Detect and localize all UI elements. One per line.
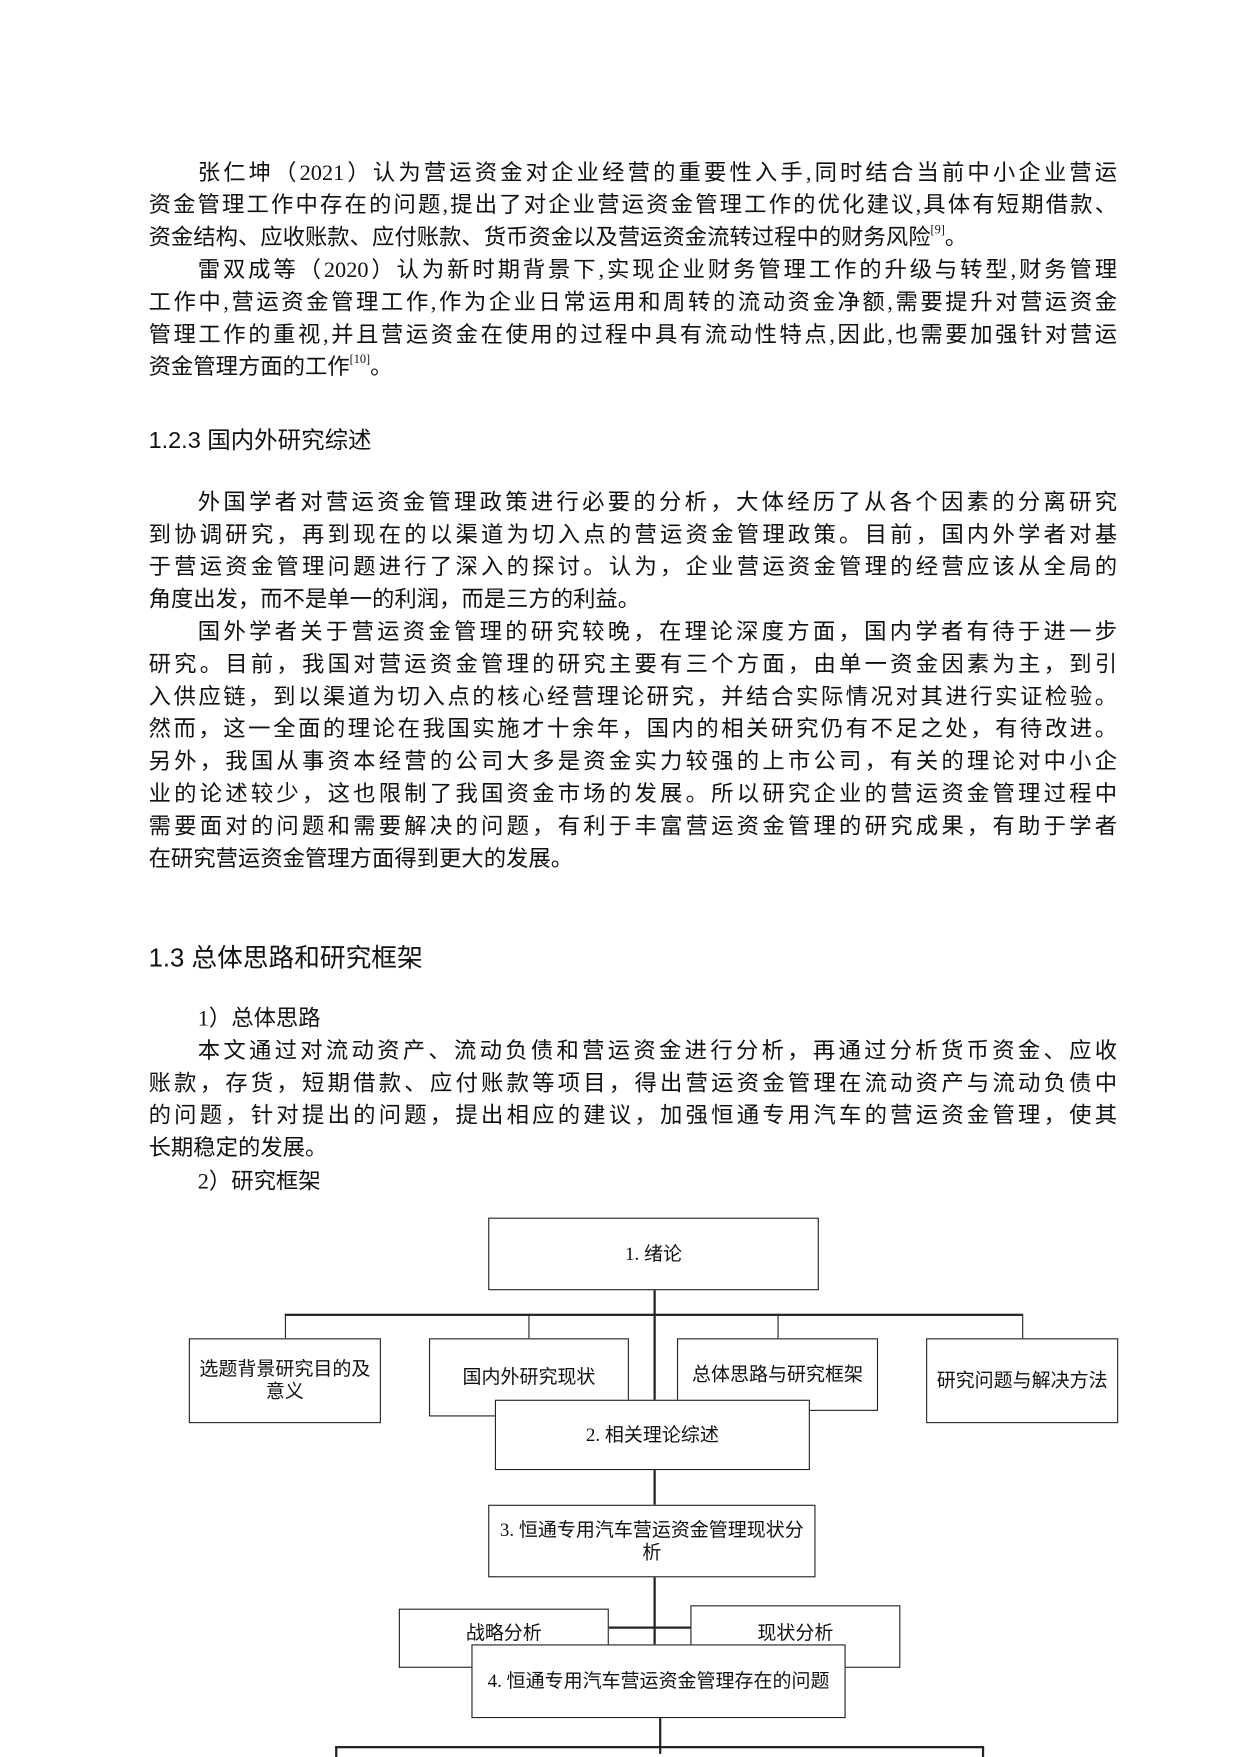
text-line: 的问题，针对提出的问题，提出相应的建议，加强恒通专用汽车的营运资金管理，使其	[148, 1103, 1118, 1129]
connector-line	[777, 1313, 779, 1339]
text-line: 角度出发，而不是单一的利润，而是三方的利益。	[148, 587, 641, 613]
list-item-label: 2）研究框架	[197, 1169, 321, 1195]
text: 。	[370, 355, 393, 380]
diagram-box-background: 选题背景研究目的及意义	[188, 1338, 381, 1424]
text-line: 雷双成等（2020）认为新时期背景下,实现企业财务管理工作的升级与转型,财务管理	[197, 258, 1118, 283]
text-line: 到协调研究，再到现在的以渠道为切入点的营运资金管理政策。目前，国内外学者对基	[148, 522, 1118, 548]
list-item-label: 1）总体思路	[197, 1006, 321, 1032]
text-line: 在研究营运资金管理方面得到更大的发展。	[148, 846, 574, 872]
text-line: 张仁坤（2021）认为营运资金对企业经营的重要性入手,同时结合当前中小企业营运	[197, 160, 1118, 186]
connector-line	[653, 1577, 656, 1645]
diagram-box-problems-solutions: 研究问题与解决方法	[926, 1338, 1119, 1424]
text: 。	[944, 225, 968, 251]
section-heading: 1.3 总体思路和研究框架	[148, 942, 423, 972]
text-line: 于营运资金管理问题进行了深入的探讨。认为，企业营运资金管理的经营应该从全局的	[148, 555, 1118, 580]
text-line: 业的论述较少，这也限制了我国资金市场的发展。所以研究企业的营运资金管理过程中	[148, 781, 1118, 807]
text-line: 账款，存货，短期借款、应付账款等项目，得出营运资金管理在流动资产与流动负债中	[148, 1071, 1118, 1096]
diagram-box-introduction: 1. 绪论	[488, 1217, 819, 1291]
connector-line	[1022, 1313, 1024, 1339]
text: 资金管理方面的工作	[148, 355, 350, 380]
text-line: 需要面对的问题和需要解决的问题，有利于丰富营运资金管理的研究成果，有助于学者	[148, 814, 1118, 839]
text: 资金结构、应收账款、应付账款、货币资金以及营运资金流转过程中的财务风险	[148, 225, 931, 251]
text-line: 入供应链，到以渠道为切入点的核心经营理论研究，并结合实际情况对其进行实证检验。	[148, 684, 1118, 710]
section-heading: 1.2.3 国内外研究综述	[148, 427, 372, 454]
text-line: 本文通过对流动资产、流动负债和营运资金进行分析，再通过分析货币资金、应收	[197, 1038, 1118, 1064]
connector-line	[608, 1626, 691, 1629]
connector-line	[528, 1313, 530, 1339]
diagram-box-overall-idea: 总体思路与研究框架	[676, 1338, 879, 1411]
citation: [10]	[349, 353, 371, 367]
text-line: 外国学者对营运资金管理政策进行必要的分析，大体经历了从各个因素的分离研究	[197, 490, 1118, 515]
text-line: 国外学者关于营运资金管理的研究较晚，在理论深度方面，国内学者有待于进一步	[197, 619, 1118, 645]
diagram-box-edge	[335, 1746, 337, 1757]
text-line: 管理工作的重视,并且营运资金在使用的过程中具有流动性特点,因此,也需要加强针对营…	[148, 322, 1118, 348]
connector-line	[659, 1718, 661, 1754]
text-line: 另外，我国从事资本经营的公司大多是资金实力较强的上市公司，有关的理论对中小企	[148, 749, 1118, 775]
text-line: 工作中,营运资金管理工作,作为企业日常运用和周转的流动资金净额,需要提升对营运资…	[148, 290, 1118, 316]
text-line: 资金管理工作中存在的问题,提出了对企业营运资金管理工作的优化建议,具体有短期借款…	[148, 193, 1118, 218]
text-line: 长期稳定的发展。	[148, 1136, 328, 1161]
diagram-box-theory-review: 2. 相关理论综述	[494, 1399, 810, 1471]
diagram-box-existing-problems: 4. 恒通专用汽车营运资金管理存在的问题	[471, 1644, 846, 1719]
connector-line	[653, 1290, 656, 1400]
connector-line	[653, 1470, 656, 1505]
diagram-box-current-status: 3. 恒通专用汽车营运资金管理现状分析	[488, 1504, 816, 1578]
connector-line	[284, 1313, 286, 1339]
diagram-box-edge	[981, 1746, 984, 1757]
diagram-box-edge	[335, 1746, 984, 1748]
citation: [9]	[930, 223, 945, 237]
text-line: 然而，这一全面的理论在我国实施才十余年，国内的相关研究仍有不足之处，有待改进。	[148, 717, 1118, 742]
text-line: 研究。目前，我国对营运资金管理的研究主要有三个方面，由单一资金因素为主，到引	[148, 652, 1118, 677]
text-line: 资金结构、应收账款、应付账款、货币资金以及营运资金流转过程中的财务风险[9]。	[149, 222, 1118, 254]
text-line: 资金管理方面的工作[10]。	[149, 352, 1118, 384]
